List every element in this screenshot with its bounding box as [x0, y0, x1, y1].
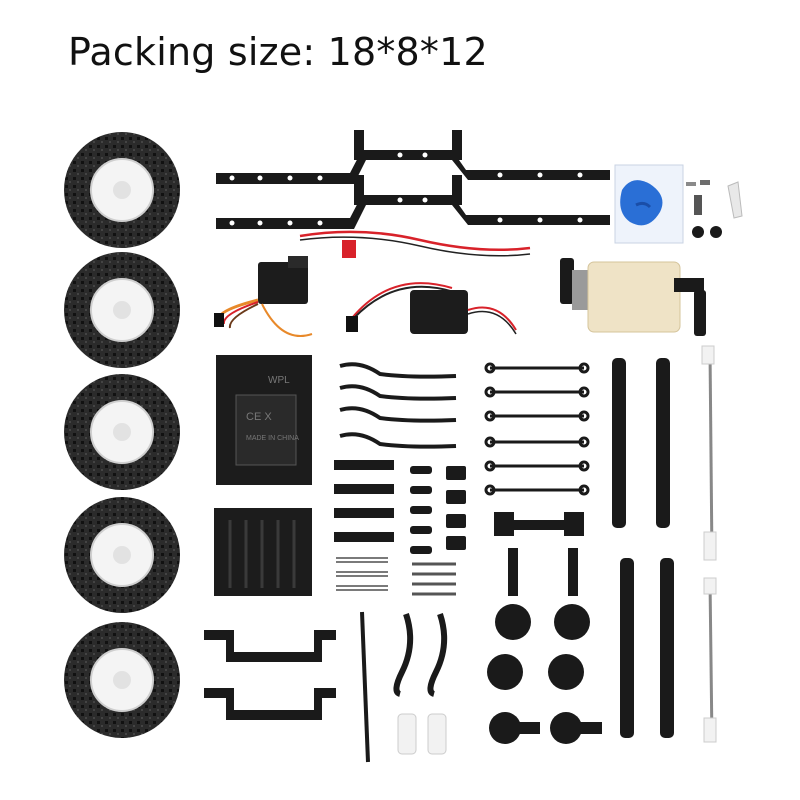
- wheel-tire-5: [64, 622, 180, 738]
- long-steering-rod: [360, 611, 370, 763]
- wheel-hubs: [487, 654, 602, 744]
- wheel-tire-3: [64, 374, 180, 490]
- bumper-bracket-upper: [204, 630, 336, 662]
- steering-knuckles: [495, 548, 590, 640]
- wheel-tire-1: [64, 132, 180, 248]
- grease-pack: [614, 164, 684, 244]
- axle-housing-pair: [612, 358, 670, 528]
- screw-set: [412, 562, 456, 596]
- nylon-bushings: [397, 713, 447, 755]
- rear-axle-housings: [620, 558, 674, 738]
- drive-shaft-lower: [703, 577, 717, 743]
- wheel-tire-4: [64, 497, 180, 613]
- chassis-rail-top: [216, 130, 610, 184]
- motor-gearbox: [560, 258, 706, 336]
- straight-tie-rods: [484, 362, 590, 496]
- wheel-tire-2: [64, 252, 180, 368]
- shock-bodies: [334, 460, 394, 542]
- link-mounts: [446, 466, 466, 550]
- bumper-bracket-lower: [204, 688, 336, 720]
- battery-tray: [216, 355, 312, 485]
- screws-and-servo-horn: [686, 180, 743, 238]
- coil-springs: [336, 557, 388, 591]
- packing-size-caption: Packing size: 18*8*12: [68, 30, 488, 74]
- steering-servo: [214, 256, 313, 337]
- battery-lead-wire: [299, 230, 531, 258]
- made-in-mark: MADE IN CHINA: [246, 435, 299, 442]
- body-pins: [410, 466, 432, 554]
- chassis-rail-bottom: [216, 175, 610, 229]
- curved-suspension-links: [339, 362, 457, 449]
- drive-shaft-upper: [701, 345, 717, 561]
- ce-mark: CE X: [246, 411, 272, 423]
- curved-arms: [393, 613, 448, 697]
- tray-brand-logo: WPL: [268, 375, 290, 386]
- gear-housing-block: [214, 508, 312, 596]
- esc-receiver-board: [346, 282, 517, 335]
- center-mount-bracket: [494, 512, 584, 536]
